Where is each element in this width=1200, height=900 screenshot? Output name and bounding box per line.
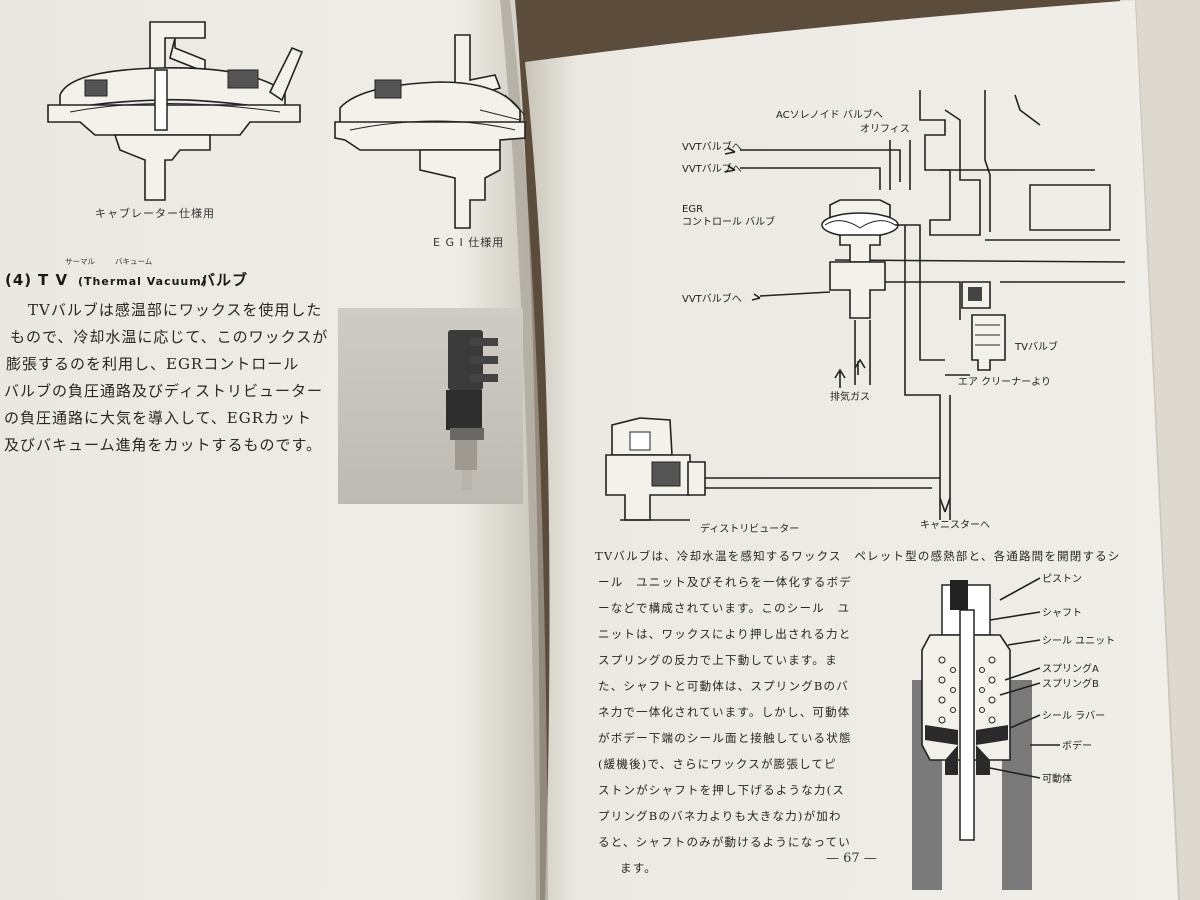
page-number: — 67 — [826,851,877,866]
section-number: (4) [5,271,32,289]
caption-egi: E G I 仕様用 [433,235,504,249]
right-para-line-1: TVバルブは、冷却水温を感知するワックス ペレット型の感熱部と、各通路間を開閉す… [595,549,1121,563]
right-para-line-5: スプリングの反力で上下動しています。ま [598,653,838,667]
ruby-thermal: サーマル [65,257,95,266]
label-egr-1: EGR [682,204,703,215]
label-piston: ピストン [1042,573,1082,585]
label-seal-rubber: シール ラバー [1042,710,1105,722]
tv-valve-cross-section [912,577,1060,890]
left-para-line-3: 膨張するのを利用し、EGRコントロール [6,355,299,373]
label-egr-2: コントロール バルブ [682,215,775,228]
left-para-line-1: TVバルブは感温部にワックスを使用した [28,301,322,319]
right-para-line-11: プリングBのバネ力よりも大きな力)が加わ [598,809,842,823]
label-orifice: オリフィス [860,123,910,135]
left-paragraph: TVバルブは感温部にワックスを使用した もので、冷却水温に応じて、このワックスが… [4,301,328,454]
label-vvt-2: VVTバルブへ [682,162,742,175]
label-canister: キャニスターへ [920,519,990,531]
label-vvt-3: VVTバルブへ [682,292,742,305]
label-spring-b: スプリングB [1042,677,1099,690]
right-page [525,0,1178,900]
right-para-line-12: ると、シャフトのみが動けるようになってい [598,835,851,849]
label-distributor: ディストリビューター [700,522,799,535]
label-spring-a: スプリングA [1042,662,1099,675]
section-title-suffix: バルブ [200,271,248,289]
right-para-line-4: ニットは、ワックスにより押し出される力と [598,627,851,641]
right-paragraph: TVバルブは、冷却水温を感知するワックス ペレット型の感熱部と、各通路間を開閉す… [595,549,1121,875]
right-para-line-10: ストンがシャフトを押し下げるような力(ス [598,783,845,797]
right-para-line-9: (緩機後)で、さらにワックスが膨張してピ [598,757,837,771]
left-para-line-4: バルブの負圧通路及びディストリビューター [4,382,323,400]
label-seal-unit: シール ユニット [1042,636,1115,647]
left-para-line-5: の負圧通路に大気を導入して、EGRカット [4,409,312,427]
label-body: ボデー [1062,739,1092,752]
section-title-prefix: T V [38,271,68,289]
label-movable: 可動体 [1042,772,1072,785]
right-para-line-2: ール ユニット及びそれらを一体化するボデ [598,575,852,589]
label-air-cleaner: エア クリーナーより [958,376,1051,388]
caption-carburetor: キャブレーター仕様用 [95,206,215,220]
right-para-line-8: がボデー下端のシール面と接触している状態 [598,731,852,745]
tv-valve-photo [338,308,523,504]
left-page [0,0,540,900]
tv-valve-system-diagram [605,90,1126,521]
label-shaft: シャフト [1042,608,1082,619]
carburetor-valve-figure [47,21,304,201]
ruby-vacuum: バキューム [115,257,152,266]
left-para-line-2: もので、冷却水温に応じて、このワックスが [10,328,328,346]
right-para-line-7: ネ力で一体化されています。しかし、可動体 [598,705,851,719]
right-para-line-3: ーなどで構成されています。このシール ユ [598,601,850,615]
right-para-line-13: ます。 [620,861,657,875]
label-exhaust-gas: 排気ガス [830,390,870,403]
label-tv-valve: TVバルブ [1014,340,1058,353]
left-para-line-6: 及びバキューム進角をカットするものです。 [4,436,322,454]
egi-valve-figure [334,34,526,229]
section-title-english: (Thermal Vacuum) [78,275,208,288]
label-vvt-1: VVTバルブへ [682,140,742,153]
label-ac-solenoid: ACソレノイド バルブへ [776,108,883,121]
right-para-line-6: た、シャフトと可動体は、スプリングBのバ [598,679,849,693]
